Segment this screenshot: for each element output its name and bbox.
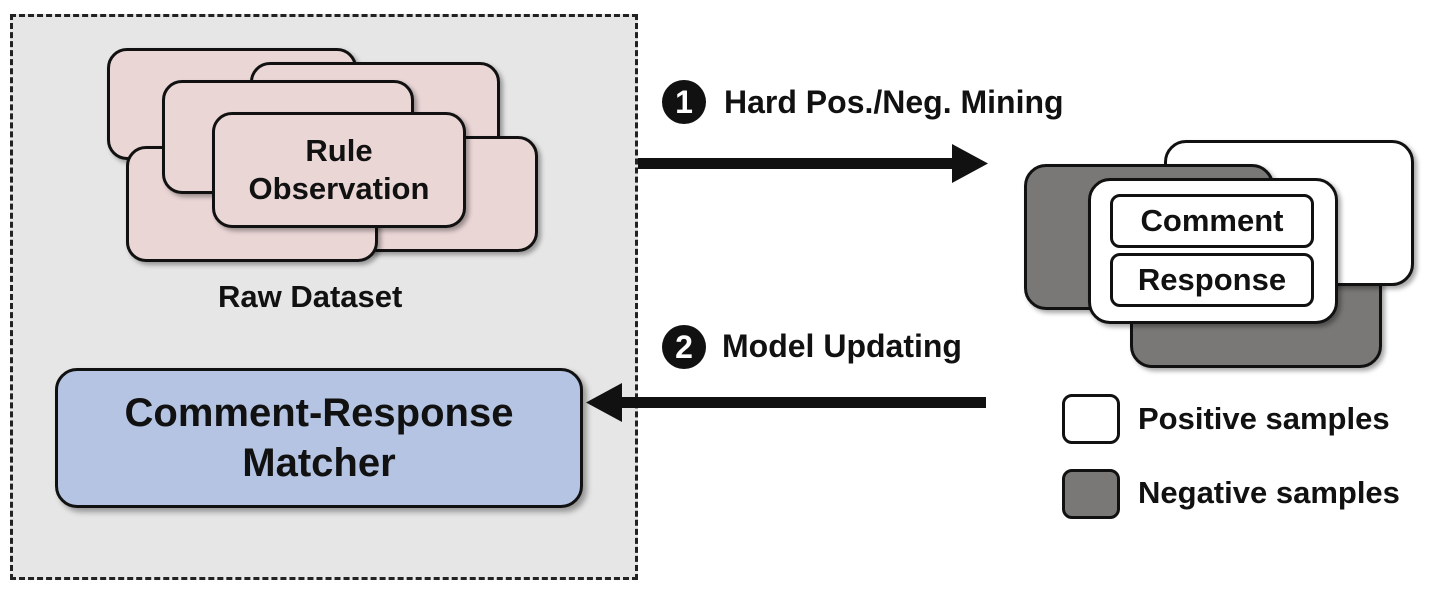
step-2-number: 2 [675, 328, 693, 365]
matcher-title-line1: Comment-Response [124, 391, 514, 435]
comment-response-matcher: Comment-Response Matcher [55, 368, 583, 508]
step-2-badge: 2 [662, 325, 706, 369]
response-label: Response [1137, 262, 1287, 297]
mining-arrow [638, 144, 988, 183]
legend-negative-label: Negative samples [1138, 475, 1400, 510]
step-2-label: Model Updating [722, 328, 962, 364]
legend-positive-label: Positive samples [1138, 401, 1390, 436]
response-box: Response [1110, 253, 1314, 307]
step-1-badge: 1 [662, 80, 706, 124]
raw-dataset-caption: Raw Dataset [218, 279, 403, 314]
legend-negative-swatch [1062, 469, 1120, 519]
comment-box: Comment [1110, 194, 1314, 248]
card-text-rule: Rule [305, 133, 373, 168]
update-arrow [586, 383, 986, 422]
card-text-observation: Observation [248, 171, 430, 206]
raw-data-card-front: Rule Observation [212, 112, 466, 228]
matcher-title-line2: Matcher [242, 441, 396, 485]
step-1-number: 1 [675, 83, 693, 120]
legend-positive-swatch [1062, 394, 1120, 444]
step-1-label: Hard Pos./Neg. Mining [724, 84, 1064, 120]
comment-label: Comment [1140, 203, 1284, 238]
